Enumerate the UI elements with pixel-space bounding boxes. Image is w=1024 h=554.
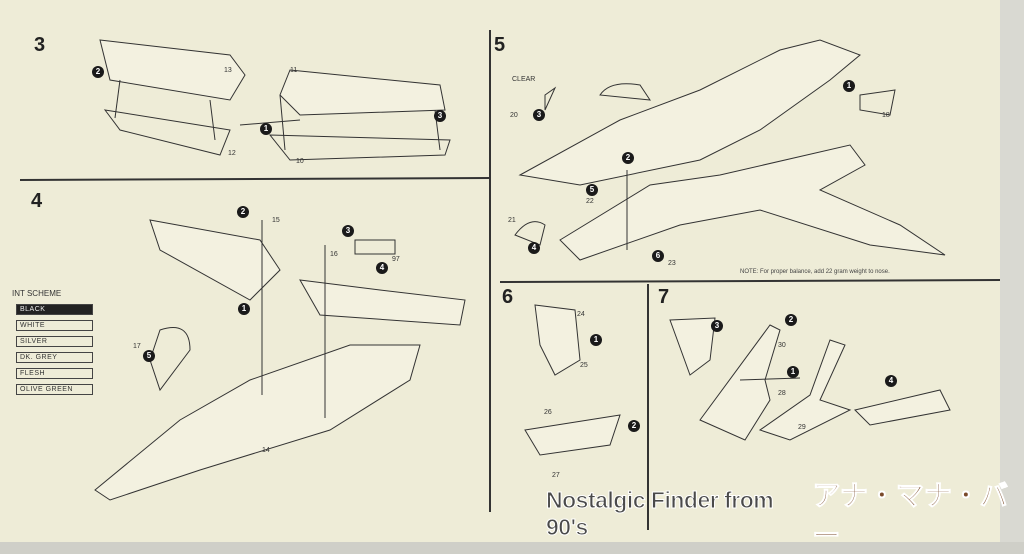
callout: 4 bbox=[528, 242, 540, 254]
part-number: 28 bbox=[778, 390, 786, 397]
part-number: 26 bbox=[544, 409, 552, 416]
part-number: 25 bbox=[580, 362, 588, 369]
clear-label: CLEAR bbox=[512, 76, 536, 83]
callout: 4 bbox=[885, 375, 897, 387]
callout: 2 bbox=[628, 420, 640, 432]
part-number: 22 bbox=[586, 198, 594, 205]
divider-step5-67 bbox=[499, 279, 1001, 283]
callout: 1 bbox=[843, 80, 855, 92]
step4-drawing bbox=[94, 219, 466, 501]
part-number: 17 bbox=[133, 343, 141, 350]
callout: 1 bbox=[787, 366, 799, 378]
callout: 3 bbox=[711, 320, 723, 332]
callout: 2 bbox=[785, 314, 797, 326]
callout: 2 bbox=[237, 206, 249, 218]
step-number-3: 3 bbox=[34, 34, 46, 56]
paint-swatch-white: WHITE bbox=[16, 320, 93, 331]
paint-swatch-black: BLACK bbox=[16, 304, 93, 315]
background-edge bbox=[1000, 0, 1024, 542]
part-number: 97 bbox=[392, 256, 400, 263]
step-number-6: 6 bbox=[502, 286, 514, 308]
assembly-drawings bbox=[19, 30, 1001, 530]
part-number: 12 bbox=[228, 150, 236, 157]
part-number: 16 bbox=[330, 251, 338, 258]
part-number: 27 bbox=[552, 472, 560, 479]
part-number: 21 bbox=[508, 217, 516, 224]
paint-scheme-title: INT SCHEME bbox=[12, 289, 62, 298]
callout: 1 bbox=[238, 303, 250, 315]
paint-swatch-olive-green: OLIVE GREEN bbox=[16, 384, 93, 395]
callout: 3 bbox=[533, 109, 545, 121]
part-number: 30 bbox=[778, 342, 786, 349]
part-number: 18 bbox=[882, 112, 890, 119]
part-number: 11 bbox=[290, 67, 298, 74]
paint-swatch-dk-grey: DK. GREY bbox=[16, 352, 93, 363]
callout: 4 bbox=[376, 262, 388, 274]
part-number: 15 bbox=[272, 217, 280, 224]
callout: 5 bbox=[143, 350, 155, 362]
callout: 2 bbox=[92, 66, 104, 78]
watermark-logo: Nostalgic Finder from 90's アナ・マナ・バー bbox=[545, 480, 1024, 552]
callout: 6 bbox=[652, 250, 664, 262]
part-number: 24 bbox=[577, 311, 585, 318]
part-number: 10 bbox=[296, 158, 304, 165]
step3-drawing bbox=[99, 39, 451, 161]
paint-swatch-flesh: FLESH bbox=[16, 368, 93, 379]
part-number: 20 bbox=[510, 112, 518, 119]
balance-note: NOTE: For proper balance, add 22 gram we… bbox=[740, 269, 890, 275]
callout: 3 bbox=[434, 110, 446, 122]
watermark-english: Nostalgic Finder from 90's bbox=[545, 487, 774, 541]
callout: 1 bbox=[260, 123, 272, 135]
part-number: 29 bbox=[798, 424, 806, 431]
step5-drawing bbox=[514, 39, 946, 261]
part-number: 23 bbox=[668, 260, 676, 267]
step-number-4: 4 bbox=[31, 190, 43, 212]
step-number-5: 5 bbox=[494, 34, 506, 56]
callout: 5 bbox=[586, 184, 598, 196]
step6-drawing bbox=[524, 304, 621, 456]
paint-swatch-silver: SILVER bbox=[16, 336, 93, 347]
watermark-japanese: アナ・マナ・バー bbox=[812, 480, 1008, 552]
paint-scheme: INT SCHEME BLACK WHITE SILVER DK. GREY F… bbox=[12, 289, 93, 400]
step-number-7: 7 bbox=[658, 286, 670, 308]
callout: 1 bbox=[590, 334, 602, 346]
divider-step3-4 bbox=[19, 177, 491, 181]
step7-drawing bbox=[669, 317, 951, 441]
part-number: 14 bbox=[262, 447, 270, 454]
callout: 2 bbox=[622, 152, 634, 164]
callout: 3 bbox=[342, 225, 354, 237]
part-number: 13 bbox=[224, 67, 232, 74]
